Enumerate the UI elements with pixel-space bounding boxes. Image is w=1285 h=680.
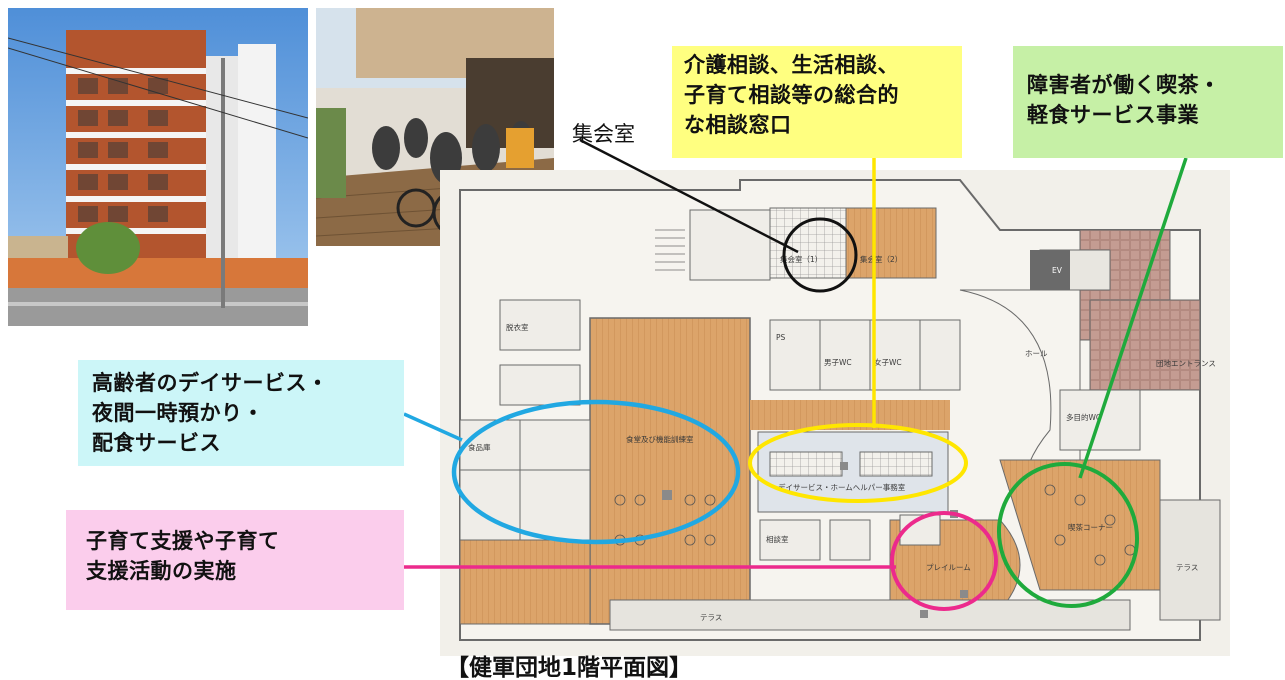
plan-label-multi-wc: 多目的WC	[1066, 412, 1101, 422]
plan-label-play-room: プレイルーム	[926, 563, 971, 572]
plan-label-consult-room: 相談室	[766, 534, 789, 544]
elderly-service-callout: 高齢者のデイサービス・ 夜間一時預かり・ 配食サービス	[78, 360, 404, 466]
consultation-callout: 介護相談、生活相談、 子育て相談等の総合的 な相談窓口	[672, 46, 962, 158]
plan-label-dining: 食堂及び機能訓練室	[626, 434, 694, 444]
plan-label-ev: EV	[1052, 266, 1063, 275]
plan-label-terrace: テラス	[700, 613, 722, 622]
plan-label-meeting1: 集会室（1）	[780, 254, 822, 264]
cafe-service-callout: 障害者が働く喫茶・ 軽食サービス事業	[1013, 46, 1283, 158]
plan-label-wc-male: 男子WC	[824, 358, 852, 367]
meeting-room-label: 集会室	[572, 122, 635, 146]
plan-label-bath: 脱衣室	[506, 322, 529, 332]
plan-label-ps: PS	[776, 333, 786, 342]
floor-plan-caption: 【健軍団地1階平面図】	[446, 655, 693, 680]
plan-label-entrance: 団地エントランス	[1156, 358, 1216, 368]
plan-label-hall: ホール	[1025, 349, 1048, 358]
terrace-cafe-photo	[316, 8, 554, 246]
plan-label-day-office: デイサービス・ホームヘルパー事務室	[778, 482, 906, 492]
plan-label-wc-female: 女子WC	[874, 357, 902, 367]
plan-label-kitchen: 食品庫	[468, 442, 491, 452]
apartment-building-photo	[8, 8, 308, 326]
first-floor-plan: 食堂及び機能訓練室 デイサービス・ホームヘルパー事務室 プレイルーム 喫茶コーナ…	[440, 170, 1230, 656]
plan-label-meeting2: 集会室（2）	[860, 254, 902, 264]
plan-label-lounge: 喫茶コーナー	[1068, 522, 1113, 532]
plan-label-terrace-east: テラス	[1176, 563, 1198, 572]
childcare-support-callout: 子育て支援や子育て 支援活動の実施	[66, 510, 404, 610]
